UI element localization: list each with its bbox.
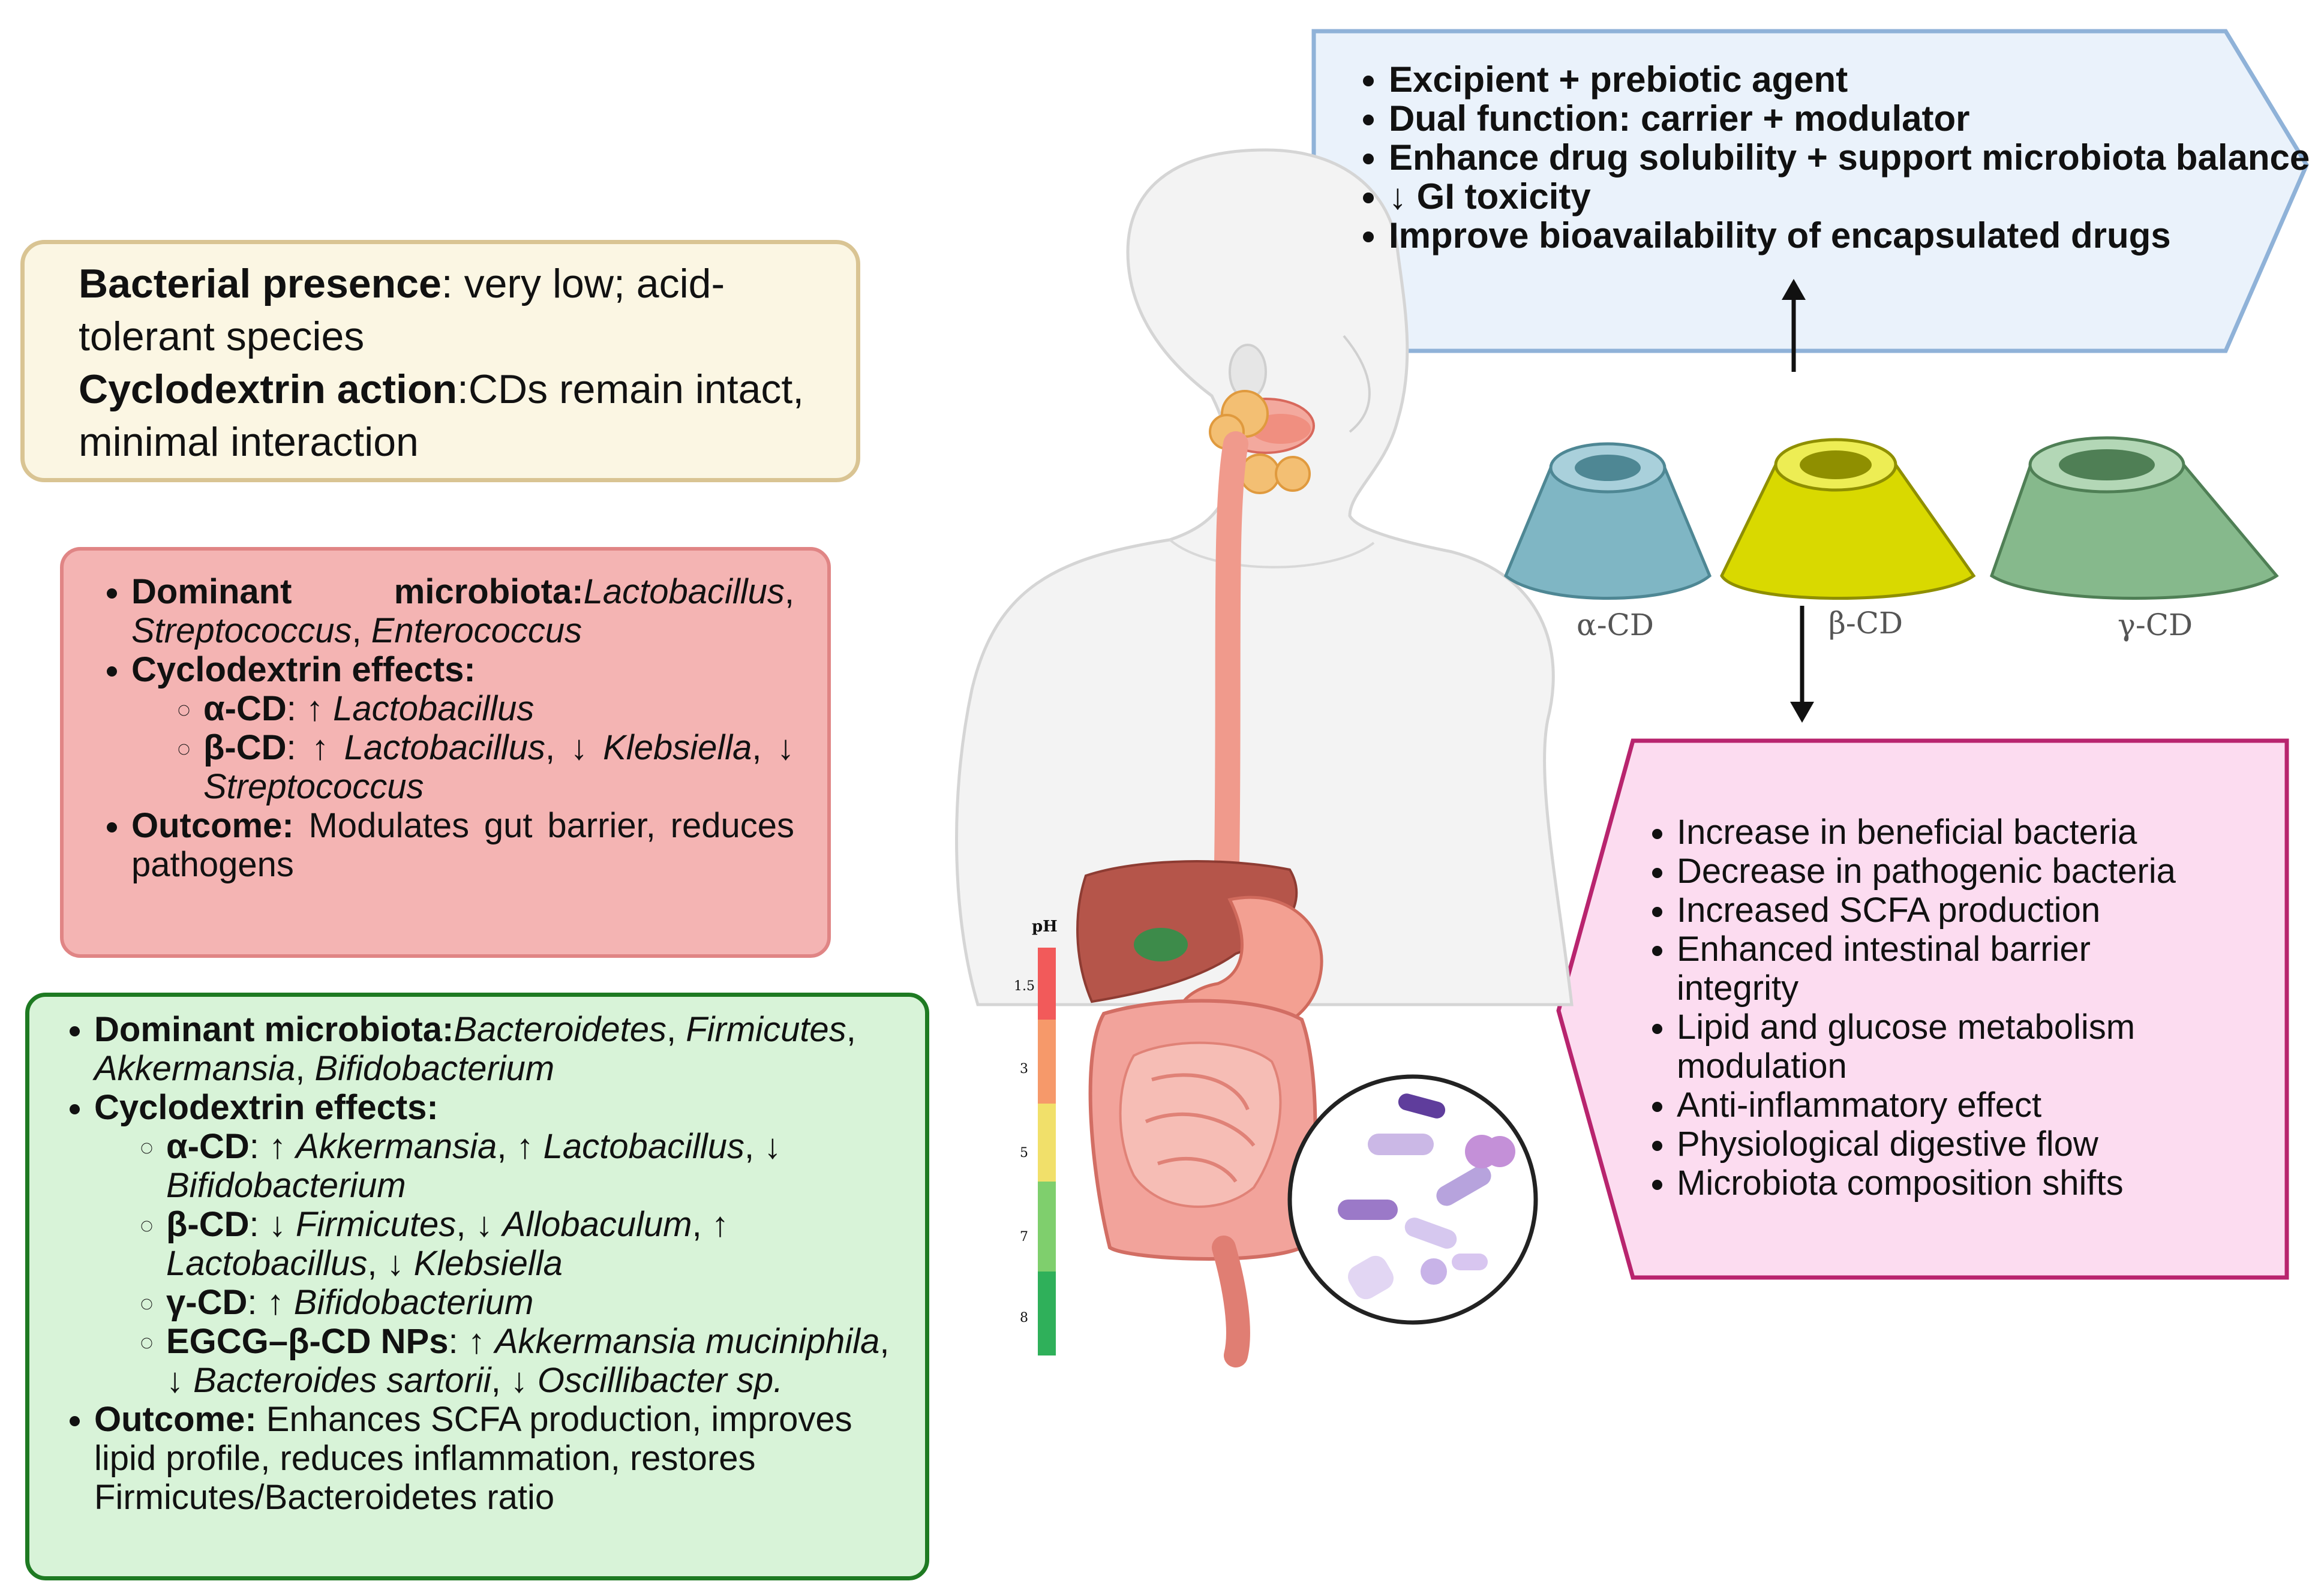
benefit-item: ↓ GI toxicity (1389, 177, 2310, 216)
gamma-cd-cone (1989, 436, 2279, 600)
effects-label: Cyclodextrin effects: (131, 650, 476, 689)
gamma-cd-effect: γ-CD: ↑ Bifidobacterium (166, 1283, 901, 1322)
alpha-label: α-CD (166, 1127, 250, 1166)
microbe-name: Bifidobacterium (314, 1049, 555, 1088)
microbe-name: Lactobacillus (166, 1244, 368, 1283)
alpha-cd-label: α-CD (1577, 608, 1655, 642)
ph-tick-label: 8 (1020, 1311, 1028, 1326)
effect-item: Increase in beneficial bacteria (1677, 813, 2217, 852)
cyclodextrin-effects-item: Cyclodextrin effects: α-CD: ↑ Akkermansi… (94, 1088, 901, 1400)
esophagus-figure (1214, 431, 1248, 876)
beta-label: β-CD (203, 728, 287, 767)
microbe-name: Lactobacillus (583, 572, 785, 611)
beta-label: β-CD (166, 1205, 250, 1244)
microbe-name: Oscillibacter sp. (537, 1361, 783, 1400)
cyclodextrin-effects-item: Cyclodextrin effects: α-CD: ↑ Lactobacil… (131, 650, 794, 806)
microbe-name: Akkermansia muciniphila (494, 1322, 880, 1361)
effect-item: Anti-inflammatory effect (1677, 1086, 2217, 1125)
microbiota-circle (1287, 1074, 1538, 1325)
top-benefits-list: Excipient + prebiotic agent Dual functio… (1353, 60, 2310, 255)
effects-label: Cyclodextrin effects: (94, 1088, 439, 1127)
microbe-name: Lactobacillus (543, 1127, 744, 1166)
bacterial-presence-text: : very low; acid-tolerant species (79, 261, 725, 359)
beta-cd-label: β-CD (1828, 606, 1903, 641)
microbe-name: Akkermansia (94, 1049, 296, 1088)
microbe-name: Bacteroidetes (454, 1010, 666, 1049)
effect-item: Microbiota composition shifts (1677, 1164, 2217, 1203)
effect-arrow: , ↓ (545, 728, 603, 767)
effect-item: Enhanced intestinal barrier integrity (1677, 930, 2217, 1008)
microbe-name: Bifidobacterium (293, 1283, 534, 1322)
outcome-item: Outcome: Enhances SCFA production, impro… (94, 1400, 901, 1517)
dominant-microbiota-item: Dominant microbiota:Bacteroidetes, Firmi… (94, 1010, 901, 1088)
digestive-organs-figure (1076, 860, 1323, 1367)
small-intestine-box: Dominant microbiota:Lactobacillus, Strep… (60, 547, 831, 958)
alpha-cd-effect: α-CD: ↑ Lactobacillus (203, 689, 794, 728)
ph-tick-label: 5 (1020, 1146, 1028, 1161)
ph-tick-label: 3 (1020, 1062, 1028, 1077)
connector-arrows (1782, 279, 1814, 723)
dominant-microbiota-item: Dominant microbiota:Lactobacillus, Strep… (131, 572, 794, 650)
ph-tick-label: 1.5 (1014, 979, 1035, 994)
large-intestine-box: Dominant microbiota:Bacteroidetes, Firmi… (25, 993, 929, 1580)
effect-item: Lipid and glucose metabolism modulation (1677, 1008, 2217, 1086)
cyclodextrin-action-text: :CDs remain intact, minimal interaction (79, 366, 804, 465)
effect-arrow: : ↑ (286, 689, 334, 728)
egcg-label: EGCG–β-CD NPs (166, 1322, 449, 1361)
egcg-effect: EGCG–β-CD NPs: ↑ Akkermansia muciniphila… (166, 1322, 901, 1400)
alpha-cd-cone (1503, 442, 1712, 600)
microbe-name: Streptococcus (203, 767, 424, 806)
microbe-name: Lactobacillus (333, 689, 535, 728)
bacterial-presence-label: Bacterial presence (79, 261, 442, 306)
beta-cd-effect: β-CD: ↓ Firmicutes, ↓ Allobaculum, ↑ Lac… (166, 1205, 901, 1283)
ph-scale-title: pH (1032, 918, 1058, 936)
cyclodextrin-action-label: Cyclodextrin action (79, 366, 458, 412)
outcome-text: Enhances SCFA production, improves lipid… (94, 1400, 852, 1517)
dominant-label: Dominant microbiota: (94, 1010, 454, 1049)
microbe-name: Bacteroides sartorii (193, 1361, 491, 1400)
effects-list: Increase in beneficial bacteria Decrease… (1647, 813, 2217, 1203)
outcome-label: Outcome: (94, 1400, 257, 1439)
microbe-name: Klebsiella (413, 1244, 563, 1283)
microbe-name: Firmicutes (686, 1010, 846, 1049)
effect-arrow: : ↑ (286, 728, 344, 767)
microbe-name: Bifidobacterium (166, 1166, 406, 1205)
microbe-name: Enterococcus (371, 611, 582, 650)
gamma-cd-label: γ-CD (2118, 608, 2193, 642)
alpha-label: α-CD (203, 689, 287, 728)
effect-item: Decrease in pathogenic bacteria (1677, 852, 2217, 891)
dominant-label: Dominant microbiota: (131, 572, 584, 611)
alpha-cd-effect: α-CD: ↑ Akkermansia, ↑ Lactobacillus, ↓ … (166, 1127, 901, 1205)
beta-cd-cone (1720, 438, 1976, 600)
benefit-item: Improve bioavailability of encapsulated … (1389, 216, 2310, 255)
microbe-name: Allobaculum (502, 1205, 692, 1244)
outcome-label: Outcome: (131, 806, 294, 845)
microbe-name: Firmicutes (295, 1205, 457, 1244)
effect-item: Increased SCFA production (1677, 891, 2217, 930)
cyclodextrin-action-line: Cyclodextrin action:CDs remain intact, m… (79, 363, 832, 468)
microbe-name: Lactobacillus (344, 728, 545, 767)
bacterial-presence-line: Bacterial presence: very low; acid-toler… (79, 257, 832, 363)
microbe-name: Klebsiella (603, 728, 752, 767)
ph-scale-bar (1038, 948, 1056, 1355)
benefit-item: Dual function: carrier + modulator (1389, 99, 2310, 138)
effect-arrow: , ↓ (752, 728, 795, 767)
outcome-text: Modulates gut barrier, reduces pathogens (131, 806, 794, 884)
stomach-info-box: Bacterial presence: very low; acid-toler… (20, 240, 860, 482)
microbe-name: Streptococcus (131, 611, 352, 650)
benefit-item: Excipient + prebiotic agent (1389, 60, 2310, 99)
effect-item: Physiological digestive flow (1677, 1125, 2217, 1164)
ph-tick-label: 7 (1020, 1230, 1028, 1245)
benefit-item: Enhance drug solubility + support microb… (1389, 138, 2310, 177)
outcome-item: Outcome: Modulates gut barrier, reduces … (131, 806, 794, 884)
microbe-name: Akkermansia (296, 1127, 497, 1166)
human-body-figure (955, 148, 1574, 1006)
gamma-label: γ-CD (166, 1283, 248, 1322)
effects-box (1556, 738, 2289, 1280)
beta-cd-effect: β-CD: ↑ Lactobacillus, ↓ Klebsiella, ↓ S… (203, 728, 794, 806)
